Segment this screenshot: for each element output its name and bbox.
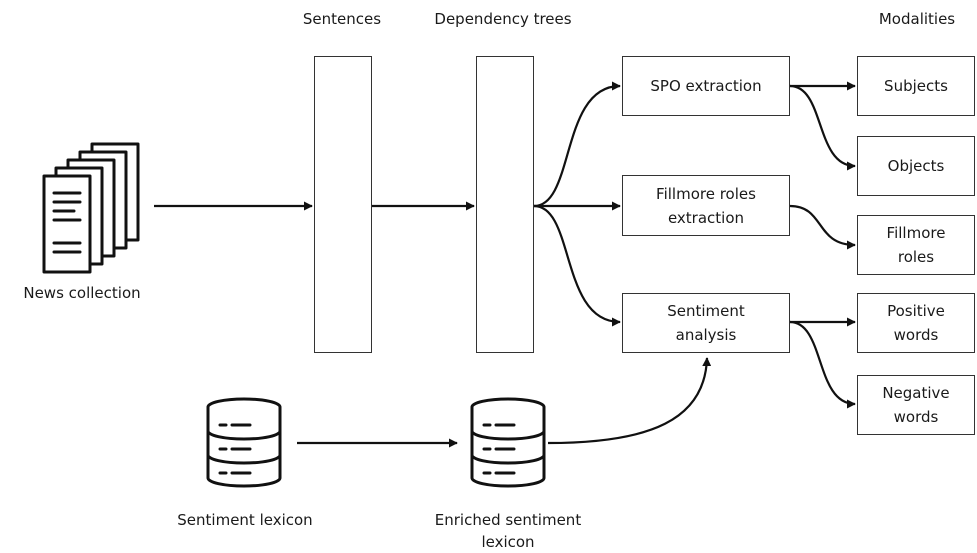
fillmore-extraction-box: Fillmore roles extraction <box>622 175 790 236</box>
edge-fillmore-to-roles <box>789 204 856 250</box>
database-icon <box>206 397 282 488</box>
subjects-box: Subjects <box>857 56 975 116</box>
dependency-trees-column <box>476 56 534 353</box>
sentences-column <box>314 56 372 353</box>
subjects-label: Subjects <box>884 77 948 95</box>
sentiment-analysis-box: Sentiment analysis <box>622 293 790 353</box>
fillmore-roles-box: Fillmore roles <box>857 215 975 275</box>
dependency-trees-header: Dependency trees <box>434 10 572 28</box>
edge-spo-to-objects <box>789 84 856 171</box>
positive-words-box: Positive words <box>857 293 975 353</box>
database-icon <box>470 397 546 488</box>
spo-extraction-box: SPO extraction <box>622 56 790 116</box>
modalities-header: Modalities <box>878 10 956 28</box>
positive-words-label: Positive words <box>887 302 945 344</box>
enriched-lexicon-label: Enriched sentiment lexicon <box>434 511 582 551</box>
sentiment-analysis-label: Sentiment analysis <box>667 302 745 344</box>
sentences-header: Sentences <box>302 10 382 28</box>
fillmore-roles-label: Fillmore roles <box>886 224 946 266</box>
edge-enriched-to-sentiment <box>547 357 712 445</box>
objects-label: Objects <box>887 157 945 175</box>
sentiment-lexicon-label: Sentiment lexicon <box>177 511 313 529</box>
spo-extraction-label: SPO extraction <box>650 77 762 95</box>
news-collection-label: News collection <box>23 284 141 302</box>
negative-words-box: Negative words <box>857 375 975 435</box>
negative-words-label: Negative words <box>882 384 950 426</box>
documents-stack-icon <box>42 142 140 274</box>
edge-trees-to-sentiment <box>533 204 621 327</box>
objects-box: Objects <box>857 136 975 196</box>
edge-trees-to-spo <box>533 81 621 208</box>
edge-sentiment-to-negative <box>789 320 856 409</box>
fillmore-extraction-label: Fillmore roles extraction <box>656 184 756 227</box>
